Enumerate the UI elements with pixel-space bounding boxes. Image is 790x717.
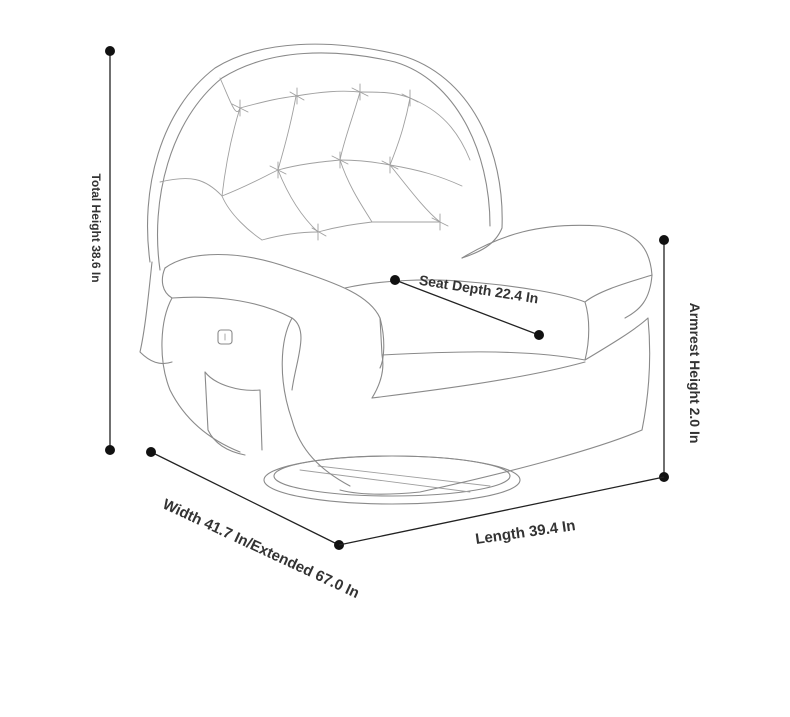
width-line (150, 451, 340, 546)
dimension-lines (105, 46, 669, 550)
total-height-label: Total Height 38.6 In (89, 173, 103, 282)
recliner-chair-illustration (139, 43, 653, 505)
width-start-marker (146, 447, 156, 457)
total-height-bottom-marker (105, 445, 115, 455)
total-height-top-marker (105, 46, 115, 56)
seat-depth-line (394, 279, 540, 336)
right-armrest (339, 224, 653, 495)
seat-cushion (344, 279, 590, 399)
armrest-height-label: Armrest Height 2.0 In (687, 303, 703, 444)
length-line (338, 476, 665, 546)
width-label: Width 41.7 In/Extended 67.0 In (160, 496, 362, 602)
armrest-height-top-marker (659, 235, 669, 245)
swivel-base (263, 455, 521, 505)
backrest (139, 43, 503, 365)
seat-depth-end-marker (534, 330, 544, 340)
left-armrest (161, 253, 385, 487)
length-label: Length 39.4 In (474, 517, 576, 548)
seat-depth-label: Seat Depth 22.4 In (418, 272, 540, 307)
dimension-labels: Total Height 38.6 In Seat Depth 22.4 In … (89, 173, 703, 602)
seat-depth-start-marker (390, 275, 400, 285)
